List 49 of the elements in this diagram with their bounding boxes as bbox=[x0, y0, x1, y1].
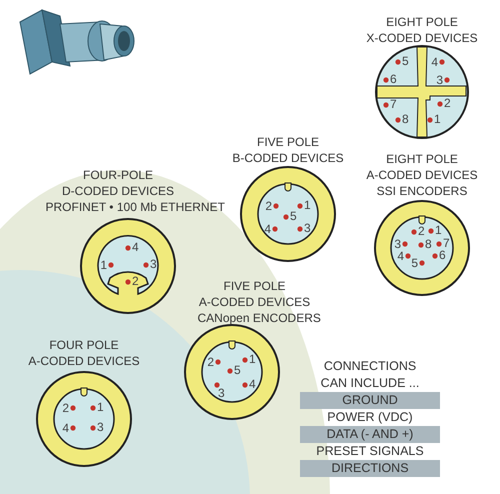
connector-heading: EIGHT POLE A-CODED DEVICES bbox=[365, 151, 479, 183]
pin-number: 8 bbox=[425, 238, 432, 250]
connector-subheading: PROFINET • 100 Mb ETHERNET bbox=[46, 199, 225, 215]
connector-heading: EIGHT POLE X-CODED DEVICES bbox=[365, 14, 479, 46]
connector-subheading: SSI ENCODERS bbox=[376, 183, 468, 199]
pin-number: 4 bbox=[397, 250, 404, 262]
connector-heading: FOUR POLE A-CODED DEVICES bbox=[27, 337, 141, 369]
pin-number: 1 bbox=[249, 353, 256, 365]
pin-number: 7 bbox=[443, 237, 450, 249]
connector-heading: FOUR-POLE D-CODED DEVICES bbox=[61, 167, 175, 199]
pin-number: 1 bbox=[434, 113, 441, 125]
connector-subheading: CANopen ENCODERS bbox=[198, 310, 321, 326]
list-heading: CONNECTIONS CAN INCLUDE ... bbox=[320, 358, 420, 392]
pin-number: 4 bbox=[132, 241, 139, 253]
pin-number: 7 bbox=[390, 98, 397, 110]
pin-number: 5 bbox=[411, 257, 418, 269]
pin-number: 3 bbox=[394, 238, 401, 250]
pin-number: 2 bbox=[132, 275, 139, 287]
pin-number: 2 bbox=[207, 356, 214, 368]
pin-number: 1 bbox=[435, 224, 442, 236]
connector-heading: FIVE POLE B-CODED DEVICES bbox=[231, 134, 345, 166]
pin-number: 5 bbox=[234, 364, 241, 376]
pin-number: 8 bbox=[402, 113, 409, 125]
pin-number: 5 bbox=[290, 210, 297, 222]
list-item: PRESET SIGNALS bbox=[315, 443, 425, 460]
pin-number: 3 bbox=[97, 421, 104, 433]
connector-heading: FIVE POLE A-CODED DEVICES bbox=[198, 278, 312, 310]
pin-number: 2 bbox=[62, 402, 69, 414]
pin-number: 3 bbox=[150, 258, 157, 270]
pin-number: 5 bbox=[402, 55, 409, 67]
pin-number: 3 bbox=[304, 222, 311, 234]
pin-number: 4 bbox=[431, 56, 438, 68]
list-item: POWER (VDC) bbox=[326, 409, 414, 426]
pin-number: 6 bbox=[390, 73, 397, 85]
highlighted-list-item: DATA (- AND +) bbox=[300, 426, 440, 443]
pin-number: 4 bbox=[249, 378, 256, 390]
pin-number: 4 bbox=[62, 422, 69, 434]
pin-number: 6 bbox=[439, 249, 446, 261]
pin-number: 1 bbox=[97, 401, 104, 413]
pin-number: 3 bbox=[218, 387, 225, 399]
pin-number: 1 bbox=[100, 259, 107, 271]
highlighted-list-item: DIRECTIONS bbox=[300, 460, 440, 477]
pin-number: 3 bbox=[436, 74, 443, 86]
pin-number: 2 bbox=[265, 200, 272, 212]
pin-number: 2 bbox=[418, 225, 425, 237]
pin-number: 4 bbox=[264, 223, 271, 235]
pin-number: 1 bbox=[304, 199, 311, 211]
pin-number: 2 bbox=[444, 97, 451, 109]
highlighted-list-item: GROUND bbox=[300, 392, 440, 409]
